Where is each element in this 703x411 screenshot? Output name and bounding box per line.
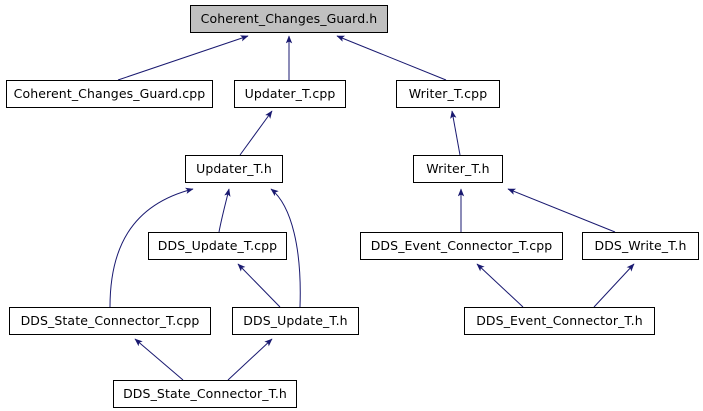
graph-node-dds-event-connector-t-h[interactable]: DDS_Event_Connector_T.h	[464, 307, 655, 335]
dependency-edge	[237, 263, 281, 308]
graph-node-dds-state-connector-t-cpp[interactable]: DDS_State_Connector_T.cpp	[9, 307, 211, 335]
graph-node-label: DDS_Write_T.h	[594, 237, 687, 253]
graph-node-label: DDS_Update_T.cpp	[157, 237, 278, 253]
graph-node-dds-update-t-cpp[interactable]: DDS_Update_T.cpp	[148, 232, 287, 260]
dependency-edge	[507, 188, 616, 233]
graph-node-dds-event-connector-t-cpp[interactable]: DDS_Event_Connector_T.cpp	[360, 232, 563, 260]
graph-node-coherent-changes-guard-cpp[interactable]: Coherent_Changes_Guard.cpp	[6, 80, 213, 108]
dependency-edge	[227, 338, 273, 381]
graph-node-dds-state-connector-t-h[interactable]: DDS_State_Connector_T.h	[113, 380, 297, 408]
dependency-edge	[476, 263, 524, 308]
graph-node-label: DDS_Event_Connector_T.cpp	[370, 237, 553, 253]
graph-node-updater-t-cpp[interactable]: Updater_T.cpp	[234, 80, 346, 108]
graph-node-label: DDS_State_Connector_T.cpp	[20, 312, 200, 328]
graph-node-updater-t-h[interactable]: Updater_T.h	[185, 155, 283, 183]
dependency-edge	[593, 263, 635, 308]
graph-node-label: Updater_T.h	[196, 160, 272, 176]
graph-node-writer-t-cpp[interactable]: Writer_T.cpp	[396, 80, 500, 108]
graph-node-coherent-changes-guard-h[interactable]: Coherent_Changes_Guard.h	[190, 5, 388, 33]
dependency-edge	[218, 188, 231, 233]
dependency-edge	[450, 110, 461, 156]
graph-node-label: Updater_T.cpp	[244, 85, 336, 101]
graph-node-label: Writer_T.h	[426, 160, 490, 176]
graph-node-label: Writer_T.cpp	[408, 85, 488, 101]
dependency-edge	[134, 338, 184, 381]
graph-node-writer-t-h[interactable]: Writer_T.h	[413, 155, 503, 183]
graph-node-label: DDS_Update_T.h	[243, 312, 348, 328]
graph-node-dds-write-t-h[interactable]: DDS_Write_T.h	[582, 232, 699, 260]
graph-node-label: Coherent_Changes_Guard.h	[200, 10, 378, 26]
graph-node-label: Coherent_Changes_Guard.cpp	[13, 85, 206, 101]
graph-node-dds-update-t-h[interactable]: DDS_Update_T.h	[232, 307, 359, 335]
graph-node-label: DDS_Event_Connector_T.h	[476, 312, 643, 328]
dependency-edge	[239, 110, 273, 156]
dependency-edge	[117, 35, 249, 81]
graph-node-label: DDS_State_Connector_T.h	[123, 385, 287, 401]
dependency-edge	[336, 35, 447, 81]
